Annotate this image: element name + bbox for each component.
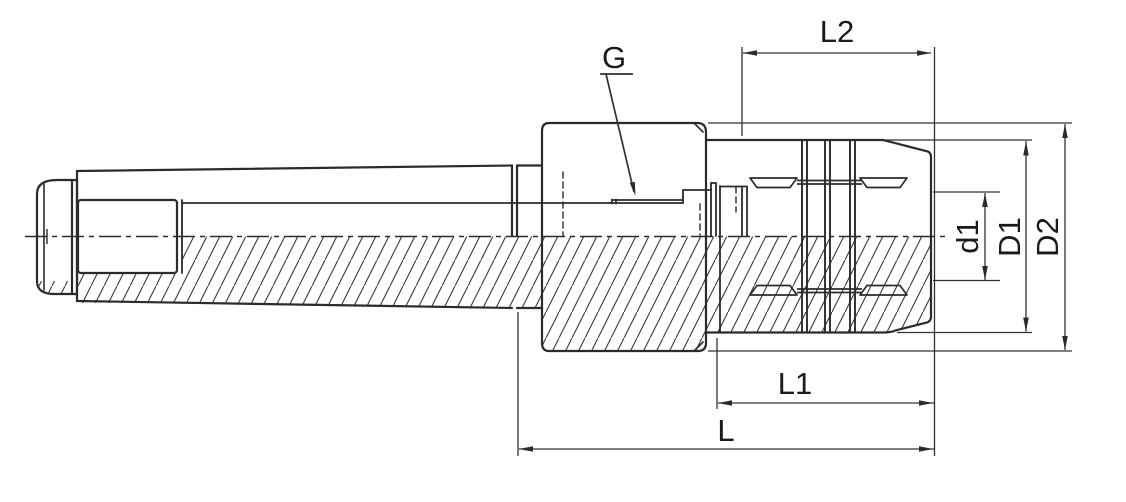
hidden-lines	[562, 171, 737, 237]
dimension-d1	[933, 191, 1000, 282]
thread-g-detail	[611, 189, 712, 205]
centerline	[25, 229, 948, 244]
dimension-l	[517, 312, 934, 456]
label-d1: d1	[950, 219, 985, 253]
dimension-lines	[517, 47, 1072, 456]
collet-slots	[749, 177, 908, 296]
dimension-labels: G L2 L1 L d1 D1 D2	[602, 14, 1065, 448]
dimension-arrowheads	[519, 50, 1068, 452]
leader-g	[600, 73, 635, 193]
label-big-d1: D1	[992, 217, 1027, 257]
label-l1: L1	[778, 366, 812, 401]
flange-body	[540, 121, 708, 353]
dimension-l1	[716, 338, 934, 409]
dimension-big-d1	[886, 139, 1032, 334]
label-l2: L2	[820, 14, 854, 49]
dimension-big-d2	[708, 122, 1072, 352]
dimension-l2	[741, 47, 931, 136]
label-l: L	[717, 413, 734, 448]
label-g: G	[602, 40, 626, 75]
internal-detail	[181, 171, 748, 237]
collet-seat-detail	[710, 182, 748, 237]
taper-shank	[75, 164, 544, 310]
label-big-d2: D2	[1030, 217, 1065, 257]
collet-sleeve	[704, 138, 933, 334]
